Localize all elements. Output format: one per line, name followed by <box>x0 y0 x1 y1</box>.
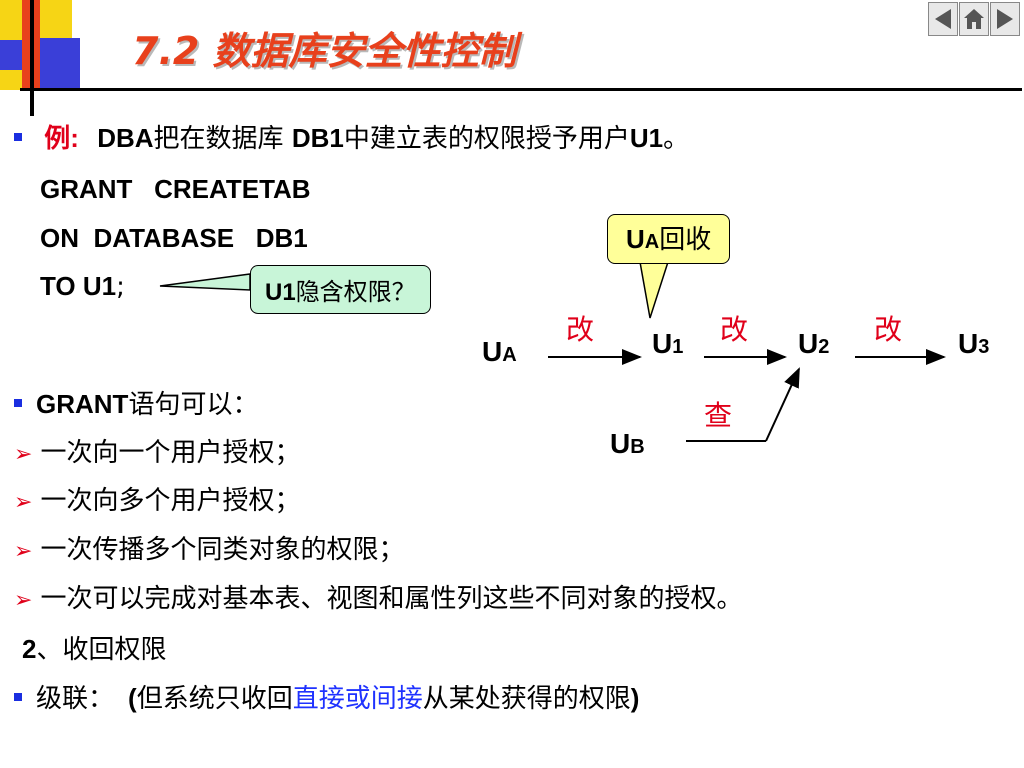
cascade-line: 级联：(但系统只收回直接或间接从某处获得的权限) <box>14 682 639 715</box>
node-ub: UB <box>610 428 645 459</box>
revoke-callout: UA回收 <box>607 214 731 264</box>
implicit-callout-text: 隐含权限？ <box>295 278 416 306</box>
bullet-square-icon <box>14 398 22 407</box>
prev-slide-button[interactable] <box>928 2 958 36</box>
sql-line-3-text: TO U1 <box>40 271 117 301</box>
revoke-callout-main: U <box>626 224 645 254</box>
implicit-permission-callout: U1隐含权限？ <box>250 265 431 314</box>
list-item: ➢一次向多个用户授权； <box>14 486 301 516</box>
node-u3: U3 <box>958 328 990 359</box>
page-title: 7.2 数据库安全性控制 <box>132 29 517 73</box>
example-prefix: DBA <box>97 123 154 153</box>
node-ua: UA <box>482 336 517 367</box>
implicit-callout-bold: U1 <box>265 279 296 306</box>
next-slide-icon <box>997 9 1013 29</box>
example-text2: 中建立表的权限授予用户 <box>343 124 630 154</box>
title-divider <box>20 88 1022 91</box>
edge-label-2: 改 <box>720 313 749 346</box>
edge-ub-u2 <box>765 367 800 442</box>
revoke-callout-pointer <box>639 261 670 319</box>
grant-bold: GRANT <box>36 389 129 419</box>
edge-label-1: 改 <box>566 313 595 346</box>
arrow-bullet-icon: ➢ <box>14 539 33 564</box>
edge-label-3: 改 <box>874 313 903 346</box>
node-u2: U2 <box>798 328 830 359</box>
prev-slide-icon <box>935 9 951 29</box>
example-user: U1 <box>629 123 664 153</box>
list-item: ➢一次可以完成对基本表、视图和属性列这些不同对象的授权。 <box>14 584 743 614</box>
corner-decoration <box>0 0 120 120</box>
grant-heading: GRANT语句可以： <box>14 388 258 421</box>
revoke-callout-sub: A <box>644 231 660 253</box>
example-db: DB1 <box>291 123 344 153</box>
arrow-bullet-icon: ➢ <box>14 442 33 467</box>
sql-line-1: GRANT CREATETAB <box>40 174 311 204</box>
example-text1: 把在数据库 <box>153 124 292 154</box>
edge-label-4: 查 <box>704 399 733 432</box>
section-2-heading: 2、收回权限 <box>22 633 166 666</box>
bullet-square-icon <box>14 692 22 701</box>
sql-semicolon: ; <box>116 272 125 302</box>
grant-text: 语句可以： <box>128 390 259 420</box>
sql-line-2: ON DATABASE DB1 <box>40 223 308 253</box>
list-item: ➢一次向一个用户授权； <box>14 438 301 468</box>
implicit-callout-pointer <box>159 273 251 291</box>
revoke-callout-text: 回收 <box>659 225 712 255</box>
example-end: 。 <box>663 124 690 154</box>
section-2-num: 2 <box>22 634 37 664</box>
arrow-bullet-icon: ➢ <box>14 588 33 613</box>
node-u1: U1 <box>652 328 684 359</box>
home-icon <box>964 9 984 29</box>
cascade-label: 级联： <box>36 684 115 714</box>
home-button[interactable] <box>959 2 989 36</box>
example-line: 例: DBA把在数据库 DB1中建立表的权限授予用户U1。 <box>14 122 689 155</box>
cascade-highlight: 直接或间接 <box>292 684 423 714</box>
sql-line-3: TO U1; <box>40 270 125 303</box>
arrow-bullet-icon: ➢ <box>14 490 33 515</box>
example-label: 例: <box>44 123 79 153</box>
section-2-text: 、收回权限 <box>36 635 167 665</box>
next-slide-button[interactable] <box>990 2 1020 36</box>
bullet-square-icon <box>14 132 22 141</box>
list-item: ➢一次传播多个同类对象的权限； <box>14 535 405 565</box>
